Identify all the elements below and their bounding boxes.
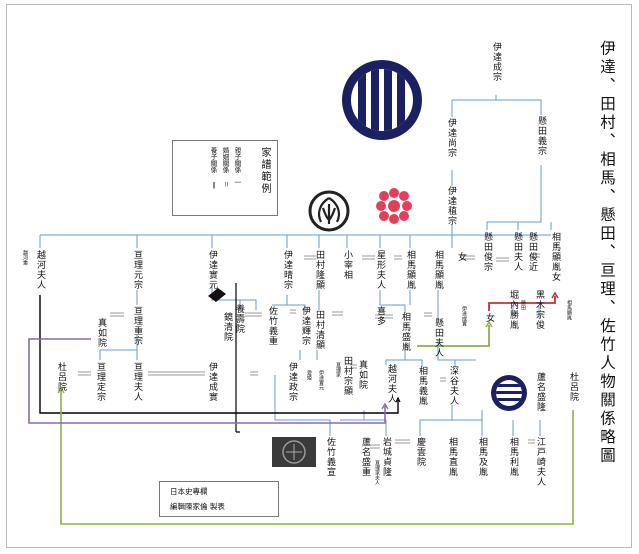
kuyo-crest	[376, 188, 412, 224]
person-yoseiin: 養壽院	[234, 304, 244, 334]
person-tamura-kiyoaki: 田村清顯	[314, 310, 324, 350]
person-keiunin: 慶雲院	[415, 437, 425, 467]
person-shinjoin-2: 真如院	[357, 360, 367, 390]
note-n7: 亘理家夫人	[374, 460, 380, 485]
person-soma-yoshitane: 相馬義胤	[417, 366, 427, 406]
soma-crest	[491, 375, 527, 411]
legend-title: 家譜範例	[259, 147, 270, 195]
person-edosaki-fujin: 江戸崎夫人	[535, 437, 545, 487]
person-josei-2: 女	[484, 313, 494, 323]
person-iwaki-sadataka: 岩城貞隆	[381, 437, 391, 477]
legend-parent-label: 親子關係	[233, 147, 241, 173]
person-echigo-fujin: 越河夫人	[35, 250, 45, 290]
person-soma-moritane: 相馬盛胤	[400, 312, 410, 352]
note-n2: 伊達成實	[461, 306, 467, 326]
person-soma-akitane: 相馬顯胤	[405, 250, 415, 290]
person-fukaya-fujin: 深谷夫人	[448, 366, 458, 406]
person-satake-yoshinobu: 佐竹義宣	[325, 437, 335, 477]
person-tamura-takaaki: 田村隆顯	[314, 250, 324, 290]
person-date-hisamune: 伊達尚宗	[446, 118, 456, 158]
person-soma-akitane-jo: 相馬顯胤女	[550, 232, 560, 282]
person-watari-fujin: 亘理夫人	[132, 362, 142, 402]
person-tamura-muneaki: 田村宗顯	[342, 356, 352, 396]
person-kyoseiin: 鏡清院	[222, 312, 232, 342]
legend-box: 家譜範例 親子關係 婚姻關係 養子關係 | ＝ ‖	[172, 140, 278, 216]
person-tomioka: 杜呂院	[56, 362, 66, 392]
note-n8: 懸田	[520, 300, 526, 310]
person-ashina-morishige-top: 蘆名盛隆	[535, 372, 545, 412]
black-diamond-icon	[208, 288, 226, 302]
person-date-masamune: 伊達政宗	[287, 362, 297, 402]
person-watari-motomune: 亘理元宗	[132, 250, 142, 290]
person-date-terumune: 伊達輝宗	[300, 306, 310, 346]
person-watari-sadamune: 亘理定宗	[95, 362, 105, 402]
person-satake-yoshishige: 佐竹義重	[267, 306, 277, 346]
legend-adoption-symbol: ‖	[210, 181, 218, 189]
person-josei: 女	[456, 252, 466, 262]
person-shinjoin: 真如院	[96, 318, 106, 348]
person-watari-shigemune: 亘理重宗	[132, 306, 142, 346]
person-tomioka-2: 杜呂院	[568, 372, 578, 402]
person-hoshi-fujin: 星形夫人	[375, 250, 385, 290]
person-echigo-fujin-2: 越河夫人	[386, 364, 396, 404]
person-soma-naotane: 相馬直胤	[447, 437, 457, 477]
note-n4: 亘理家	[335, 362, 341, 377]
diagram-frame	[6, 4, 632, 548]
take-ni-suzume-crest	[308, 190, 350, 232]
legend-adoption-label: 養子關係	[209, 147, 217, 173]
person-ashina-morishige: 蘆名盛重	[360, 437, 370, 477]
person-kakeda-fujin-top: 懸田夫人	[512, 232, 522, 272]
credit-box: 日本史專欄 編輯陳家倫 製表	[159, 481, 279, 517]
person-soma-toshitane: 相馬利胤	[508, 437, 518, 477]
credit-line-1: 日本史專欄	[170, 487, 208, 496]
person-soma-akitane-2: 相馬顯胤	[433, 250, 443, 290]
diagram-title: 伊達、田村、相馬、懸田、亘理、佐竹人物關係略圖	[598, 40, 616, 466]
person-date-sanemoto: 伊達實元	[207, 250, 217, 290]
person-date-harumune: 伊達晴宗	[282, 250, 292, 290]
person-kakeda-toshimune: 懸田俊宗	[482, 232, 492, 272]
person-kakeda-toshichika: 懸田俊近	[527, 232, 537, 272]
person-date-tanemune: 伊達稙宗	[446, 186, 456, 226]
person-horiuchi-katsunari: 堀內勝胤	[508, 290, 518, 330]
satake-crest	[272, 437, 316, 467]
credit-line-2: 編輯陳家倫 製表	[170, 502, 225, 511]
date-mitsuhiki-crest	[342, 60, 422, 140]
person-kida: 喜多	[375, 306, 385, 326]
note-n5: 伊達實元	[318, 370, 324, 390]
person-kakeda-yoshimune: 懸田義宗	[536, 116, 546, 156]
person-kuroki-munetoshi: 黑木宗俊	[534, 290, 544, 330]
person-kosaso: 小宰相	[342, 250, 352, 280]
note-n1: 越河重	[22, 250, 28, 265]
person-soma-yoshitane-2: 相馬及胤	[477, 437, 487, 477]
legend-parent-symbol: |	[234, 181, 242, 184]
legend-marriage-symbol: ＝	[222, 181, 230, 188]
legend-marriage-label: 婚姻關係	[221, 147, 229, 173]
person-date-shigezane: 伊達成實	[207, 362, 217, 402]
note-n6: 相馬顯胤	[566, 300, 572, 320]
person-date-narimune: 伊達成宗	[491, 42, 501, 82]
person-kakeda-fujin: 懸田夫人	[433, 318, 443, 358]
note-n3: 愛姫	[306, 370, 312, 380]
